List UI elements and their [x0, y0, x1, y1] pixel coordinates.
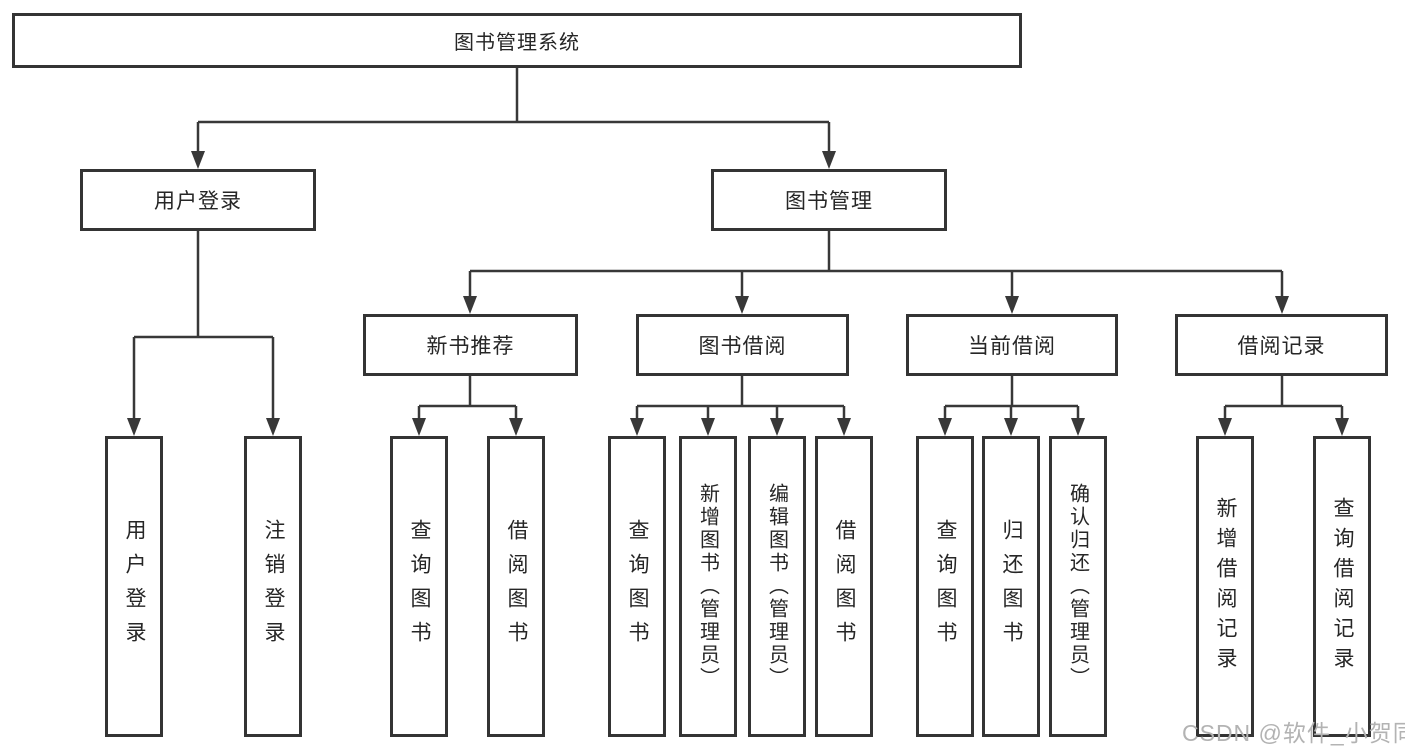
leaf-label: 借阅图书: [505, 518, 528, 655]
leaf-label: 用户登录: [123, 518, 146, 655]
node-label: 用户登录: [154, 190, 242, 213]
leaf-label: 借阅图书: [833, 518, 856, 655]
leaf-label: 注销登录: [262, 518, 285, 655]
leaf-label: 确认归还（管理员）: [1066, 483, 1089, 690]
leaf-label: 归还图书: [1000, 518, 1023, 655]
leaf-edit-book-admin: 编辑图书（管理员）: [748, 436, 806, 737]
node-book-management: 图书管理: [711, 169, 947, 231]
node-label: 新书推荐: [426, 335, 515, 358]
node-label: 当前借阅: [968, 335, 1056, 358]
leaf-borrow-books: 借阅图书: [815, 436, 873, 737]
node-book-borrow: 图书借阅: [636, 314, 849, 376]
leaf-query-borrow-record: 查询借阅记录: [1313, 436, 1371, 737]
leaf-label: 编辑图书（管理员）: [765, 483, 788, 690]
node-borrow-records: 借阅记录: [1175, 314, 1388, 376]
leaf-query-books-current: 查询图书: [916, 436, 974, 737]
leaf-label: 新增借阅记录: [1214, 496, 1237, 677]
leaf-label: 查询图书: [408, 518, 431, 655]
node-new-book-recommend: 新书推荐: [363, 314, 578, 376]
node-label: 图书借阅: [698, 335, 787, 358]
leaf-return-books: 归还图书: [982, 436, 1040, 737]
leaf-query-books-new: 查询图书: [390, 436, 448, 737]
leaf-label: 查询图书: [934, 518, 957, 655]
csdn-watermark: CSDN @软件_小贺同学: [1182, 720, 1405, 746]
leaf-label: 查询借阅记录: [1331, 496, 1354, 677]
leaf-query-books-borrow: 查询图书: [608, 436, 666, 737]
leaf-logout: 注销登录: [244, 436, 302, 737]
leaf-label: 新增图书（管理员）: [696, 483, 719, 690]
node-current-borrow: 当前借阅: [906, 314, 1118, 376]
leaf-borrow-books-new: 借阅图书: [487, 436, 545, 737]
node-label: 借阅记录: [1237, 335, 1326, 358]
leaf-user-login: 用户登录: [105, 436, 163, 737]
leaf-add-borrow-record: 新增借阅记录: [1196, 436, 1254, 737]
leaf-add-book-admin: 新增图书（管理员）: [679, 436, 737, 737]
node-label: 图书管理系统: [454, 32, 580, 54]
node-label: 图书管理: [785, 190, 873, 213]
leaf-label: 查询图书: [626, 518, 649, 655]
node-library-management-system: 图书管理系统: [12, 13, 1022, 68]
leaf-confirm-return-admin: 确认归还（管理员）: [1049, 436, 1107, 737]
node-user-login: 用户登录: [80, 169, 316, 231]
